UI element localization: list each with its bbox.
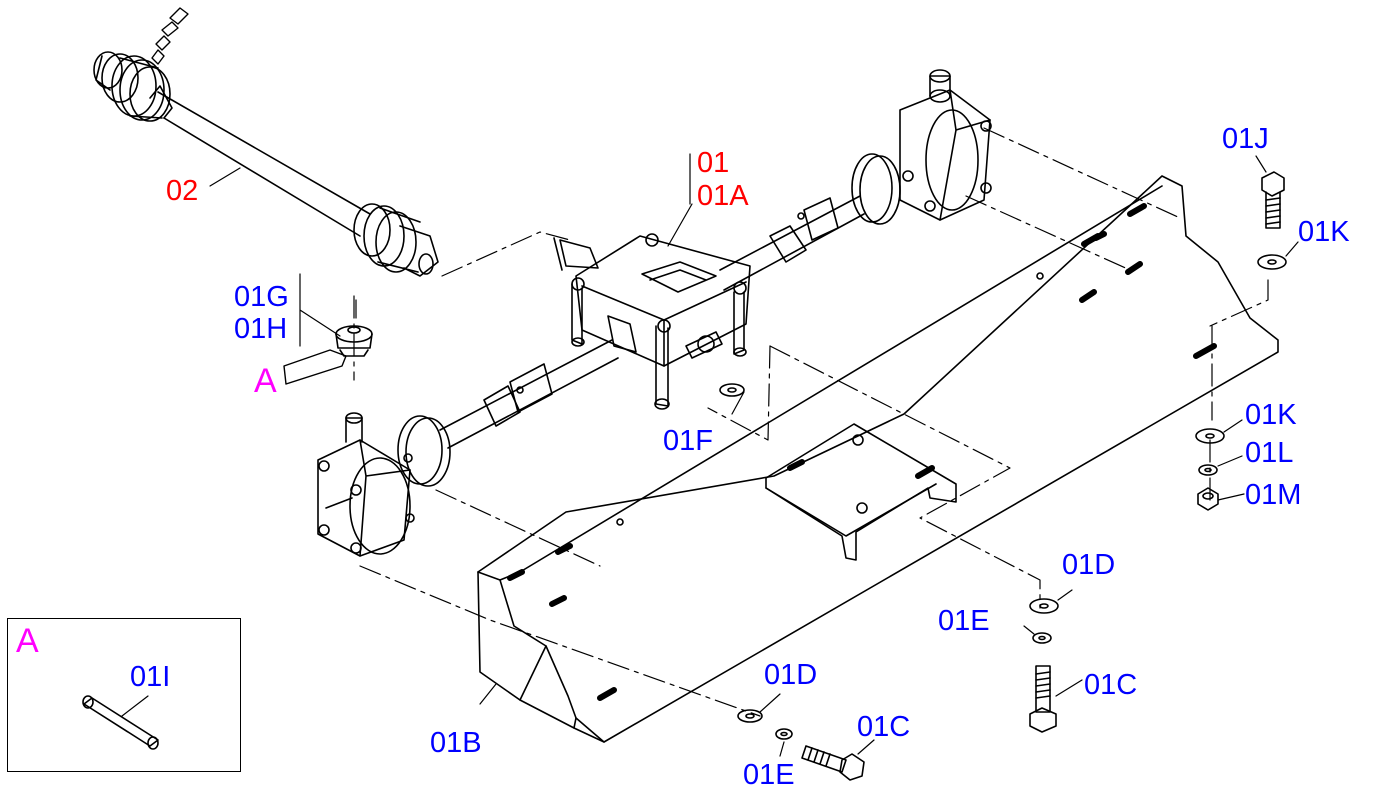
nut-01M — [1197, 487, 1245, 511]
bolt-assembly-bottom — [737, 693, 875, 781]
label-01I: 01I — [130, 661, 171, 693]
label-01D-right: 01D — [1062, 549, 1116, 581]
fastener-01G-01H — [283, 273, 373, 385]
lower-rotor-gearbox — [317, 412, 415, 557]
detail-callout-letter: A — [254, 362, 277, 400]
label-01E-bottom: 01E — [743, 759, 795, 791]
label-01D-bottom: 01D — [764, 659, 818, 691]
label-01C-bottom: 01C — [857, 711, 911, 743]
lower-output-shaft — [397, 339, 619, 487]
label-01B: 01B — [430, 727, 482, 759]
gearbox — [553, 153, 751, 410]
label-01C-right: 01C — [1084, 669, 1138, 701]
washer-01F — [719, 383, 745, 415]
upper-output-shaft — [719, 153, 901, 291]
washer-01K-right — [1195, 419, 1243, 444]
label-01L: 01L — [1245, 437, 1294, 469]
label-01G: 01G — [234, 281, 289, 313]
detail-inset-letter: A — [16, 622, 39, 660]
washer-01K-top — [1257, 241, 1299, 270]
label-02: 02 — [166, 175, 199, 207]
label-01F: 01F — [663, 425, 713, 457]
upper-rotor-gearbox — [899, 69, 992, 221]
label-01K-top: 01K — [1298, 216, 1350, 248]
mounting-frame — [477, 175, 1279, 743]
label-01H: 01H — [234, 313, 288, 345]
pto-shaft — [93, 7, 439, 277]
label-01M: 01M — [1245, 479, 1302, 511]
label-01K-right: 01K — [1245, 399, 1297, 431]
detail-inset-frame — [7, 618, 241, 772]
bolt-assembly-right — [1023, 589, 1083, 733]
label-01J: 01J — [1222, 123, 1269, 155]
label-01A: 01A — [697, 180, 749, 212]
label-01: 01 — [697, 147, 730, 179]
label-01E-right: 01E — [938, 605, 990, 637]
bolt-01J — [1255, 155, 1285, 229]
detail-inset-pin — [82, 695, 159, 750]
lock-washer-01L — [1198, 455, 1243, 476]
